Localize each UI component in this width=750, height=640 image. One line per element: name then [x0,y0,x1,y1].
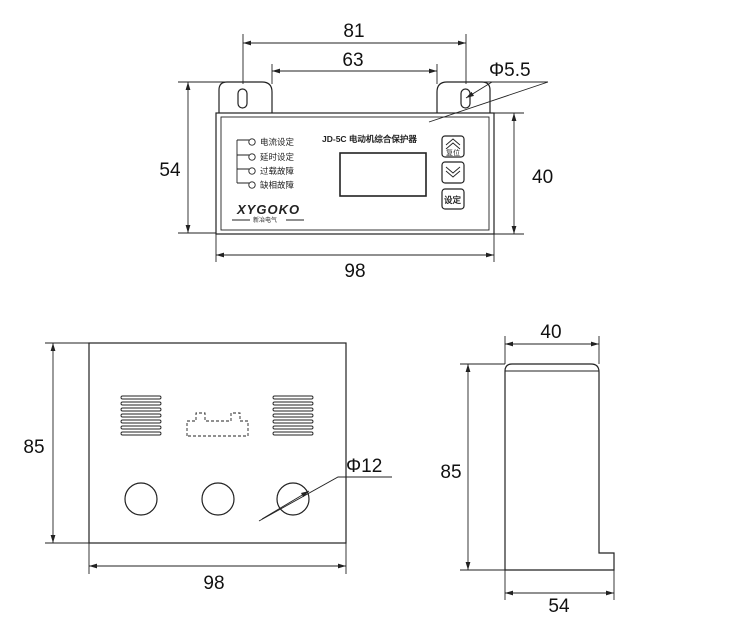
leader-arrow-hole [465,81,493,99]
brand-logo: XYGOKO [236,202,300,217]
chevron-up-icon [445,138,461,150]
cable-hole-2 [201,482,235,516]
front-body-outline [215,112,495,235]
cable-hole-1 [124,482,158,516]
dim-cable-hole-diameter: Φ12 [346,456,382,477]
dim-height-inner: 40 [532,167,553,188]
side-body-outline [504,363,615,571]
indicator-list: 电流设定 延时设定 过载故障 缺相故障 [236,137,295,191]
dim-width-body: 98 [344,261,365,282]
set-button: 设定 [441,188,465,210]
lcd-display [339,152,427,197]
left-mounting-ear [218,81,273,113]
dim-side-bottom-width: 54 [548,596,570,617]
vent-grille-left [120,395,162,436]
bottom-view: Φ12 85 98 [23,342,392,594]
chevron-down-icon [445,166,461,178]
dim-bottom-height: 85 [23,437,44,458]
front-view: 电流设定 延时设定 过载故障 缺相故障 XYGOKO 新冶电气 JD-5C 电动… [159,21,553,282]
led-indicator [248,138,256,146]
leader-line-cable-hole [258,476,392,522]
model-name: JD-5C 电动机综合保护器 [322,134,417,144]
indicator-label: 电流设定 [260,137,295,148]
set-label: 设定 [444,195,462,206]
down-button [441,161,465,184]
led-indicator [248,153,256,161]
cable-hole-3 [276,482,310,516]
indicator-leader-lines [237,139,249,184]
indicator-label: 延时设定 [260,152,295,163]
front-panel [220,116,490,231]
dim-side-height: 85 [440,462,461,483]
up-button: 复位 [441,135,465,158]
brand-subtitle: 新冶电气 [253,216,277,224]
vent-grille-right [272,395,314,436]
bottom-body-outline [88,342,347,544]
leader-arrow-cable-hole [261,490,310,520]
dim-bottom-width: 98 [203,573,224,594]
indicator-label: 过载故障 [260,166,295,177]
dim-hole-diameter: Φ5.5 [489,60,531,81]
led-indicator [248,167,256,175]
dim-height-outer: 54 [159,160,181,181]
right-mounting-ear [436,81,491,113]
rail-clip-hidden [186,412,249,437]
dim-width-holes: 63 [342,50,363,71]
leader-line-hole [428,81,549,123]
dim-width-mounting: 81 [343,21,364,42]
led-indicator [248,181,256,189]
dim-side-top-width: 40 [540,322,561,343]
indicator-label: 缺相故障 [260,180,295,191]
side-view: 40 85 54 [440,322,615,617]
left-slot-hole [237,88,248,109]
reset-label: 复位 [446,148,460,157]
right-slot-hole [460,88,471,109]
